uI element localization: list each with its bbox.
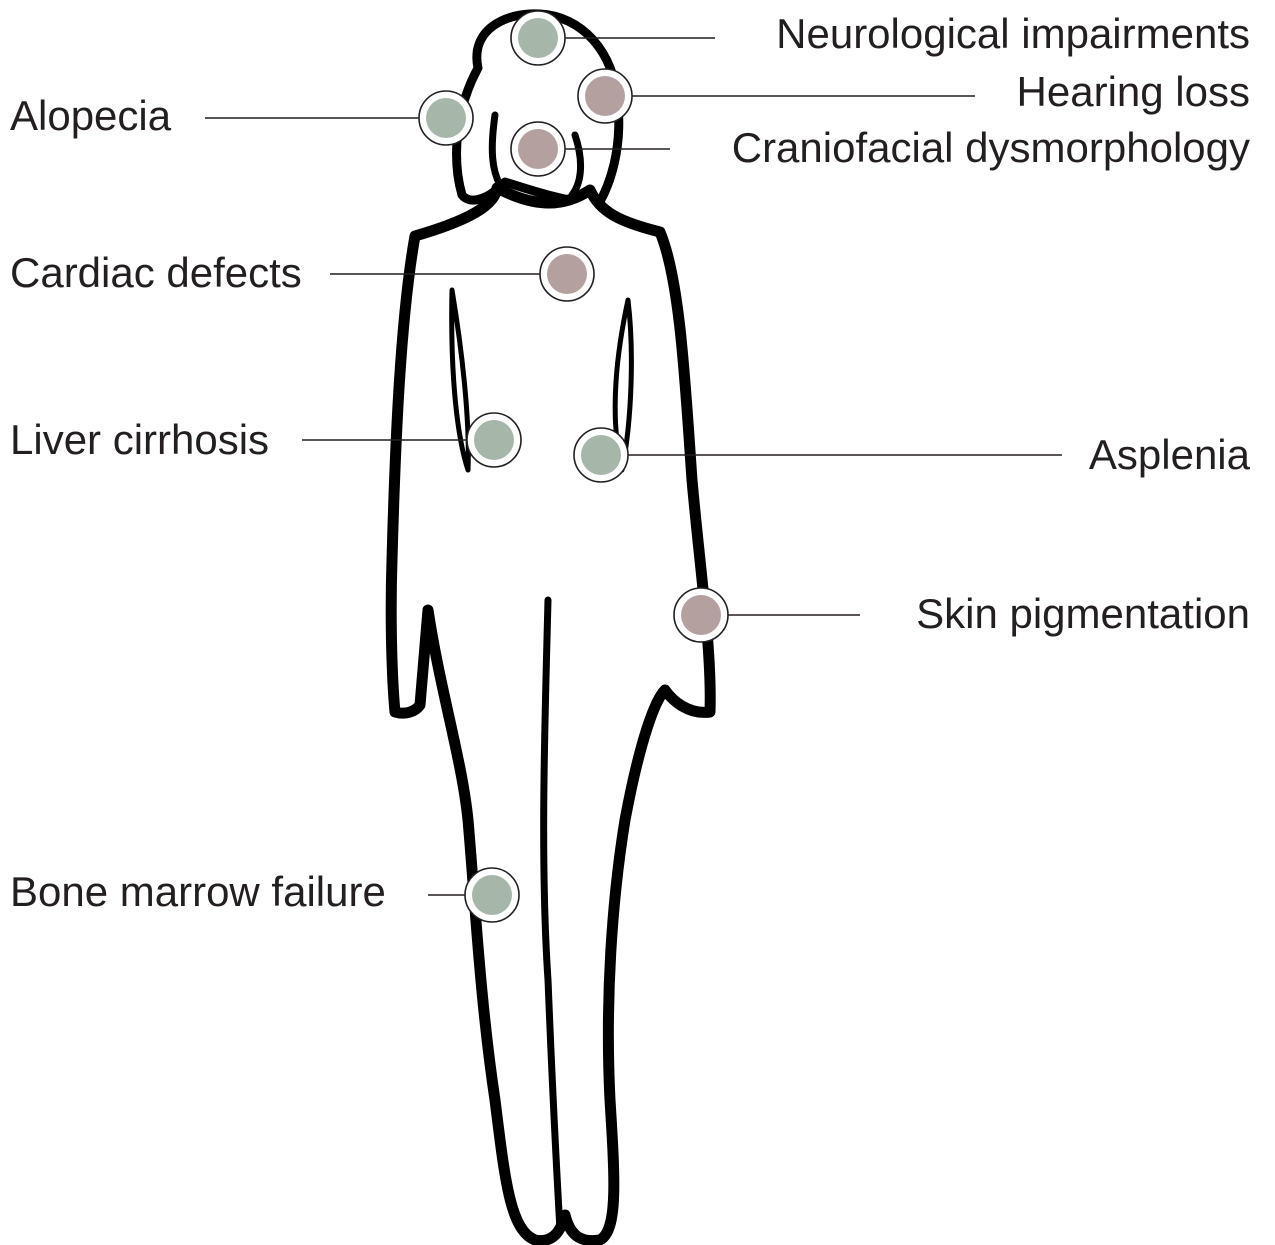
craniofacial-marker bbox=[518, 129, 558, 169]
liver-marker bbox=[474, 420, 514, 460]
neurological-label: Neurological impairments bbox=[776, 10, 1250, 57]
asplenia-label: Asplenia bbox=[1089, 431, 1251, 478]
neurological-marker bbox=[518, 18, 558, 58]
asplenia-marker bbox=[581, 435, 621, 475]
hearing-label: Hearing loss bbox=[1017, 68, 1250, 115]
human-silhouette bbox=[391, 14, 710, 1241]
bone-marrow-marker bbox=[472, 875, 512, 915]
alopecia-marker bbox=[426, 98, 466, 138]
skin-marker bbox=[681, 595, 721, 635]
hearing-marker bbox=[585, 76, 625, 116]
alopecia-label: Alopecia bbox=[10, 92, 172, 139]
craniofacial-label: Craniofacial dysmorphology bbox=[732, 124, 1250, 171]
cardiac-marker bbox=[547, 254, 587, 294]
skin-label: Skin pigmentation bbox=[916, 590, 1250, 637]
bone-marrow-label: Bone marrow failure bbox=[10, 868, 386, 915]
cardiac-label: Cardiac defects bbox=[10, 249, 302, 296]
liver-label: Liver cirrhosis bbox=[10, 416, 269, 463]
